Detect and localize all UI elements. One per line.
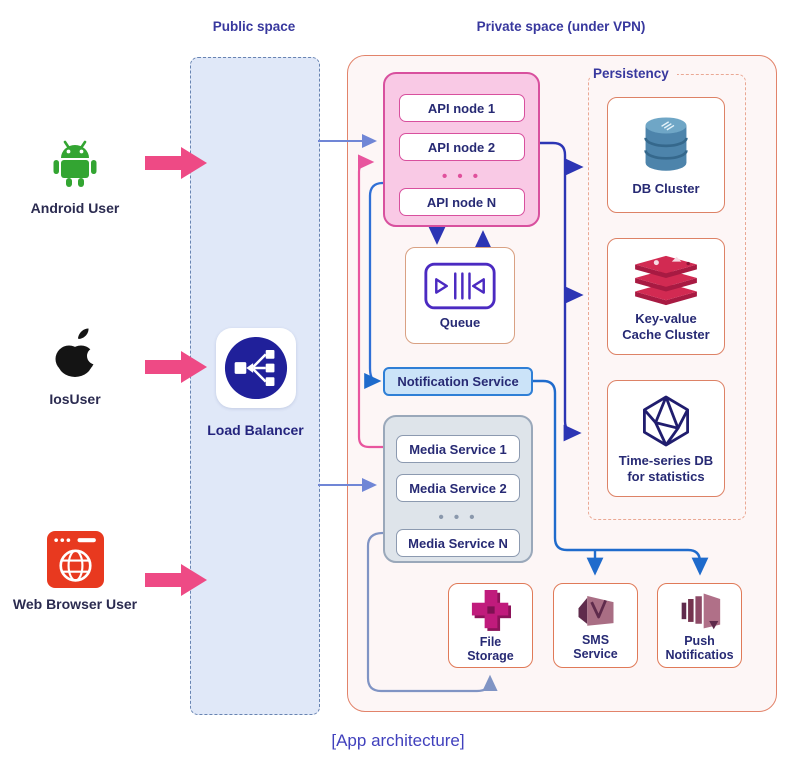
sms-service-card: SMS Service — [553, 583, 638, 668]
notification-service-label: Notification Service — [397, 374, 519, 389]
time-series-db-card: Time-series DB for statistics — [607, 380, 725, 497]
push-notifications-card: Push Notificatios — [657, 583, 742, 668]
file-storage-label: File Storage — [467, 634, 514, 663]
private-space-title: Private space (under VPN) — [476, 19, 646, 34]
diagram-caption: [App architecture] — [331, 731, 465, 750]
queue-card: Queue — [405, 247, 515, 344]
api-node-2: API node 2 — [398, 133, 525, 161]
key-value-cache-label: Key-value Cache Cluster — [622, 310, 710, 342]
api-node-n: API node N — [398, 188, 525, 216]
db-cluster-label: DB Cluster — [632, 181, 700, 197]
api-cluster-box: API node 1 API node 2 • • • API node N — [383, 72, 540, 227]
notification-service: Notification Service — [383, 367, 533, 396]
android-robot-icon — [53, 140, 97, 187]
persistency-title: Persistency — [591, 66, 677, 81]
web-user-label: Web Browser User — [12, 596, 138, 612]
actor-web-user: Web Browser User — [0, 531, 150, 612]
ios-user-label: IosUser — [49, 391, 101, 407]
load-balancer-tile — [215, 328, 296, 408]
media-service-1: Media Service 1 — [396, 435, 520, 463]
api-ellipsis: • • • — [441, 168, 482, 185]
message-queue-icon — [424, 262, 496, 309]
file-storage-card: File Storage — [448, 583, 533, 668]
time-series-db-label: Time-series DB for statistics — [618, 452, 714, 484]
apple-logo-icon — [55, 328, 101, 377]
redis-stack-icon — [635, 255, 697, 305]
file-storage-bucket-icon — [471, 589, 511, 631]
push-notifications-icon — [681, 593, 720, 629]
actor-android-user: Android User — [0, 136, 150, 216]
media-service-2: Media Service 2 — [396, 474, 520, 502]
media-ellipsis: • • • — [438, 509, 478, 526]
queue-label: Queue — [439, 314, 481, 330]
load-balancer-icon — [224, 336, 287, 400]
key-value-cache-card: Key-value Cache Cluster — [607, 238, 725, 355]
sms-service-label: SMS Service — [573, 632, 618, 661]
push-notifications-label: Push Notificatios — [665, 633, 734, 662]
media-cluster-box: Media Service 1 Media Service 2 • • • Me… — [383, 415, 533, 563]
load-balancer: Load Balancer — [193, 328, 318, 438]
polyhedron-db-icon — [643, 395, 689, 447]
web-browser-icon — [46, 531, 104, 588]
database-cylinder-icon — [644, 117, 688, 171]
load-balancer-label: Load Balancer — [207, 422, 304, 438]
db-cluster-card: DB Cluster — [607, 97, 725, 213]
media-service-n: Media Service N — [396, 529, 520, 557]
public-space-title: Public space — [212, 19, 296, 34]
android-user-label: Android User — [30, 200, 120, 216]
api-node-1: API node 1 — [398, 94, 525, 122]
sms-service-icon — [578, 595, 613, 626]
actor-ios-user: IosUser — [0, 325, 150, 407]
